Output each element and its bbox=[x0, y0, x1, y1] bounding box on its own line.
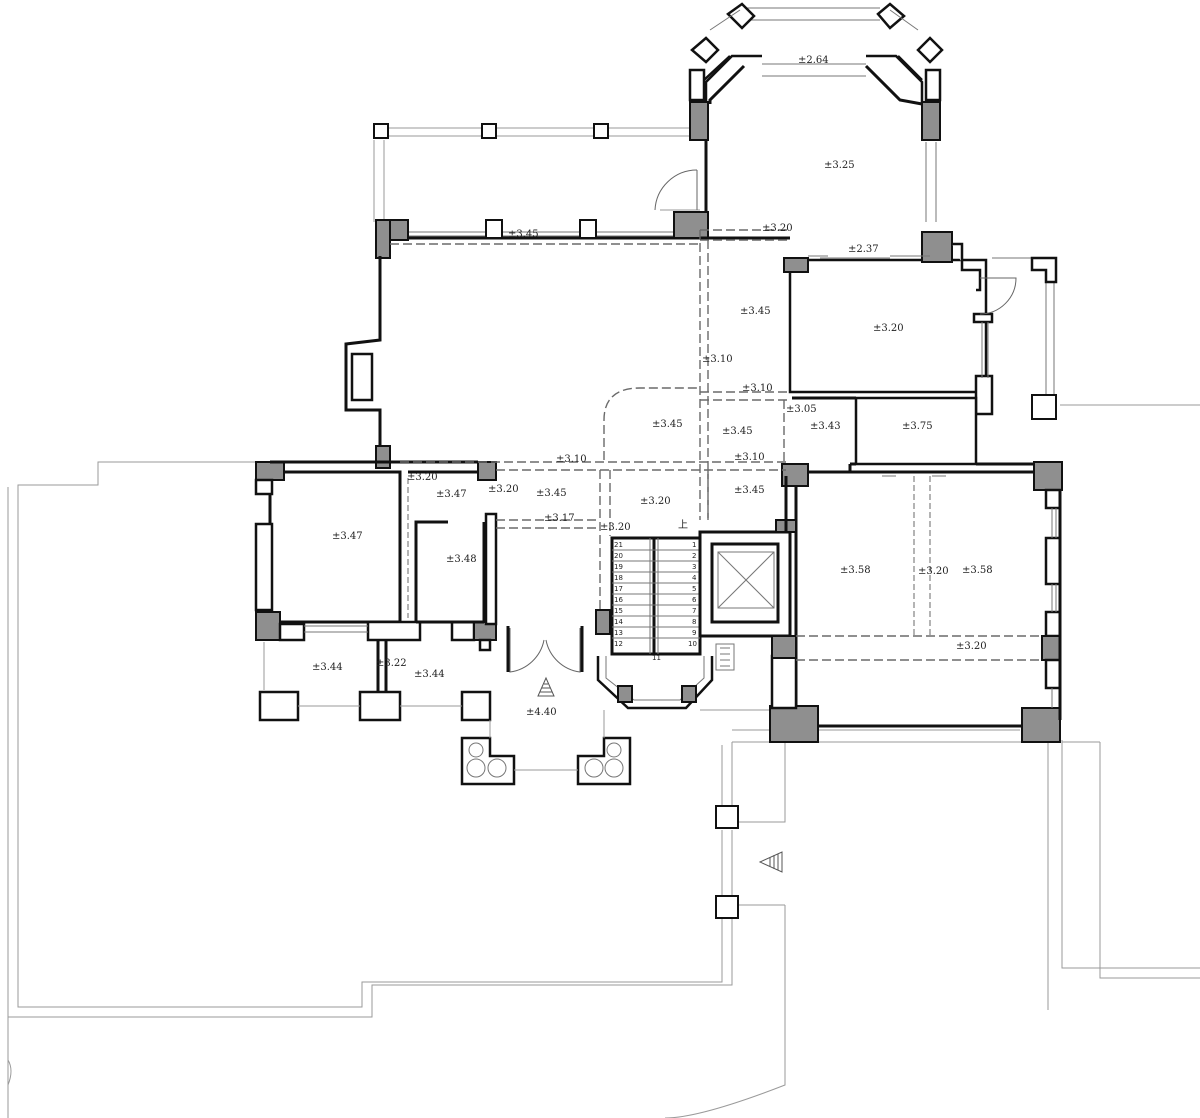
stair-step-3: 3 bbox=[692, 563, 696, 571]
elevation-label: ±3.10 bbox=[556, 454, 587, 465]
elevation-label: ±2.37 bbox=[848, 244, 879, 255]
main-walls bbox=[254, 172, 1062, 919]
elevation-labels: ±2.64 ±3.25 ±3.20 ±2.37 ±3.45 ±3.45 ±3.2… bbox=[312, 55, 993, 718]
elevation-label: ±3.45 bbox=[722, 426, 753, 437]
stair-step-9: 9 bbox=[692, 629, 696, 637]
right-rooms bbox=[769, 461, 1063, 743]
elevation-label: ±3.22 bbox=[376, 658, 407, 669]
elevation-label: ±3.20 bbox=[600, 522, 631, 533]
elevation-label: ±3.48 bbox=[446, 554, 477, 565]
top-terrace bbox=[373, 123, 700, 222]
octagon-bay bbox=[688, 2, 944, 222]
elevation-label: ±3.47 bbox=[332, 531, 363, 542]
elevation-label: ±3.25 bbox=[824, 160, 855, 171]
elevation-label: ±3.45 bbox=[740, 306, 771, 317]
elevation-label: ±3.10 bbox=[702, 354, 733, 365]
stair-step-8: 8 bbox=[692, 618, 696, 626]
elevation-label: ±3.20 bbox=[762, 223, 793, 234]
stair-treads bbox=[612, 549, 700, 639]
stair-right-numbers: 1 2 3 4 5 6 7 8 9 10 bbox=[688, 541, 697, 648]
elevation-label: ±3.20 bbox=[918, 566, 949, 577]
stair-step-20: 20 bbox=[614, 552, 623, 560]
stair-step-7: 7 bbox=[692, 607, 696, 615]
elevation-label: ±3.45 bbox=[734, 485, 765, 496]
stair-step-18: 18 bbox=[614, 574, 623, 582]
elevation-label: ±3.58 bbox=[962, 565, 993, 576]
elevation-label: ±2.64 bbox=[798, 55, 829, 66]
elevation-label: ±3.17 bbox=[544, 513, 575, 524]
elevation-label: ±3.45 bbox=[536, 488, 567, 499]
elevator-shaft bbox=[698, 530, 792, 671]
stair-step-13: 13 bbox=[614, 629, 623, 637]
elevation-label: ±3.44 bbox=[312, 662, 343, 673]
elevation-label: ±3.58 bbox=[840, 565, 871, 576]
stair-step-1: 1 bbox=[692, 541, 696, 549]
elevation-label: ±3.43 bbox=[810, 421, 841, 432]
stair-step-15: 15 bbox=[614, 607, 623, 615]
elevation-label: ±4.40 bbox=[526, 707, 557, 718]
stair-step-19: 19 bbox=[614, 563, 623, 571]
stair-step-12: 12 bbox=[614, 640, 623, 648]
stair-step-10: 10 bbox=[688, 640, 697, 648]
stair-step-16: 16 bbox=[614, 596, 623, 604]
elevation-label: ±3.45 bbox=[508, 229, 539, 240]
stair-up-label: 上 bbox=[678, 519, 688, 531]
elevation-label: ±3.05 bbox=[786, 404, 817, 415]
elevation-label: ±3.20 bbox=[956, 641, 987, 652]
stair-step-21: 21 bbox=[614, 541, 623, 549]
elevation-label: ±3.20 bbox=[488, 484, 519, 495]
stair-step-17: 17 bbox=[614, 585, 623, 593]
elevation-label: ±3.10 bbox=[734, 452, 765, 463]
elevation-label: ±3.10 bbox=[742, 383, 773, 394]
elevation-label: ±3.20 bbox=[407, 472, 438, 483]
elevation-label: ±3.47 bbox=[436, 489, 467, 500]
dashed-level-lines bbox=[390, 229, 1042, 661]
stair-step-6: 6 bbox=[692, 596, 697, 604]
elevation-label: ±3.20 bbox=[640, 496, 671, 507]
stair-step-14: 14 bbox=[614, 618, 623, 626]
stair-step-5: 5 bbox=[692, 585, 696, 593]
elevation-label: ±3.44 bbox=[414, 669, 445, 680]
elevation-label: ±3.75 bbox=[902, 421, 933, 432]
elevation-label: ±3.45 bbox=[652, 419, 683, 430]
elevation-label: ±3.20 bbox=[873, 323, 904, 334]
stair-left-numbers: 21 20 19 18 17 16 15 14 13 12 bbox=[614, 541, 623, 648]
stair-step-4: 4 bbox=[692, 574, 697, 582]
stair-landing-label: 11 bbox=[652, 654, 661, 662]
stair-step-2: 2 bbox=[692, 552, 696, 560]
staircase: 11 上 21 20 19 18 17 16 15 14 13 12 1 2 3… bbox=[595, 519, 714, 710]
